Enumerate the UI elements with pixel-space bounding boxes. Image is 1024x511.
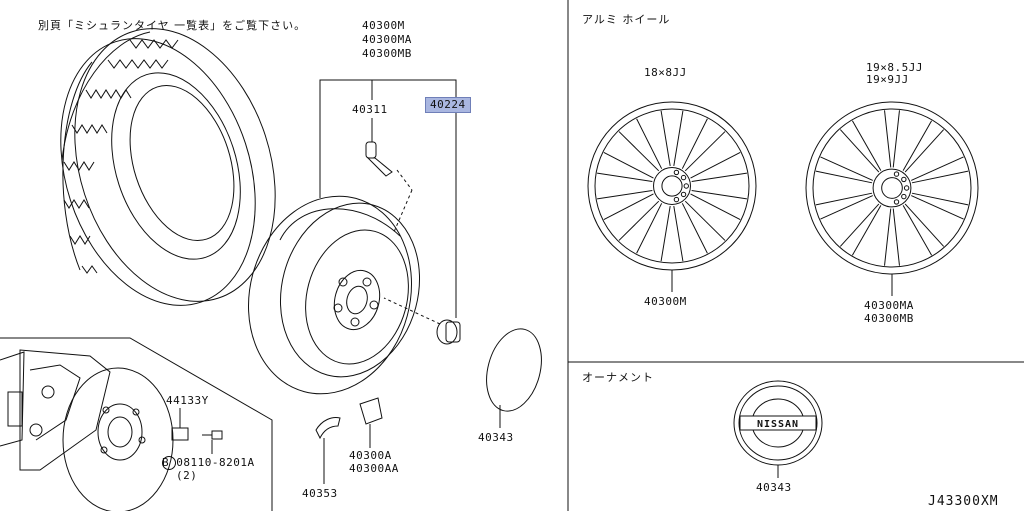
bolt-quantity: (2) (176, 469, 198, 482)
leader-40300-group (319, 79, 457, 318)
part-40300MB[interactable]: 40300MB (362, 47, 412, 60)
spare-wheel-illustration (248, 195, 421, 395)
center-cap-illustration (486, 328, 542, 425)
part-40343-cap[interactable]: 40343 (478, 431, 514, 444)
alloy-wheel-18-illustration (587, 101, 757, 271)
alloy-wheel-heading: アルミ ホイール (582, 13, 671, 26)
balance-weight-illustration (315, 397, 383, 484)
part-wheel-18[interactable]: 40300M (644, 295, 687, 308)
alloy-wheel-19-illustration (805, 101, 979, 275)
part-40300MA[interactable]: 40300MA (362, 33, 412, 46)
hub-bolt-illustration (171, 427, 189, 441)
part-40224-highlighted[interactable]: 40224 (425, 97, 471, 113)
part-ornament[interactable]: 40343 (756, 481, 792, 494)
part-40300M[interactable]: 40300M (362, 19, 405, 32)
ornament-badge-illustration (733, 380, 823, 478)
part-40353[interactable]: 40353 (302, 487, 338, 500)
part-44133Y[interactable]: 44133Y (166, 394, 209, 407)
bolt-reference[interactable]: B 08110-8201A (162, 456, 255, 469)
wheel-19-size-b: 19×9JJ (866, 73, 909, 86)
ornament-brand-text: NISSAN (757, 419, 799, 430)
lug-nut-illustration (383, 297, 461, 345)
ornament-heading: オーナメント (582, 371, 654, 384)
tire-reference-note: 別頁「ミシュランタイヤ 一覧表」をご覧下さい。 (38, 19, 307, 32)
brake-assembly-illustration (0, 349, 174, 511)
part-40311[interactable]: 40311 (352, 103, 388, 116)
diagram-id: J43300XM (928, 494, 999, 509)
part-40300A[interactable]: 40300A (349, 449, 392, 462)
part-40300AA[interactable]: 40300AA (349, 462, 399, 475)
wheel-19-size-a: 19×8.5JJ (866, 61, 923, 74)
wheel-18-size: 18×8JJ (644, 66, 687, 79)
tire-illustration (60, 28, 276, 306)
part-wheel-19-b[interactable]: 40300MB (864, 312, 914, 325)
part-wheel-19-a[interactable]: 40300MA (864, 299, 914, 312)
brake-inset-border (0, 337, 273, 511)
bolt-marker-circle (162, 456, 176, 470)
valve-stem-illustration (365, 141, 393, 177)
